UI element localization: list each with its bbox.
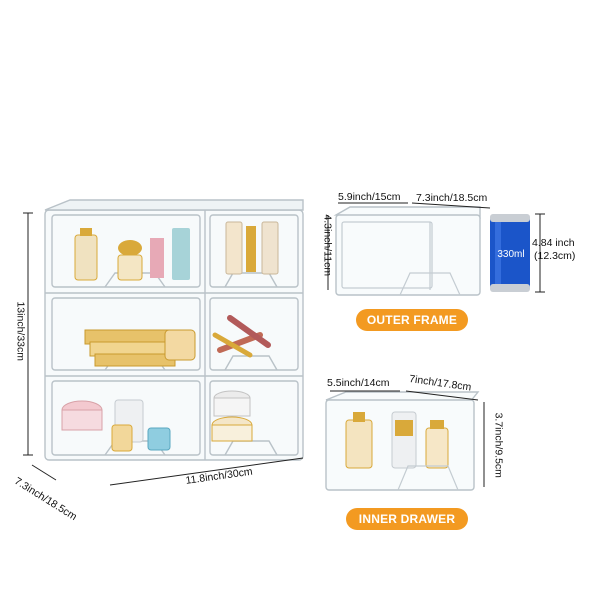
outer-frame-width-label: 5.9inch/15cm <box>338 191 401 203</box>
inner-drawer-height-label: 3.7inch/9.5cm <box>492 412 505 478</box>
can-height-label-cm: (12.3cm) <box>534 250 576 262</box>
can-volume-label: 330ml <box>497 249 525 260</box>
outer-frame-badge: OUTER FRAME <box>356 309 468 331</box>
outer-frame-depth-label: 7.3inch/18.5cm <box>416 192 488 204</box>
inner-drawer-width-label: 5.5inch/14cm <box>327 377 390 389</box>
can-height-label-inch: 4.84 inch <box>532 237 575 249</box>
inner-drawer-badge: INNER DRAWER <box>346 508 468 530</box>
